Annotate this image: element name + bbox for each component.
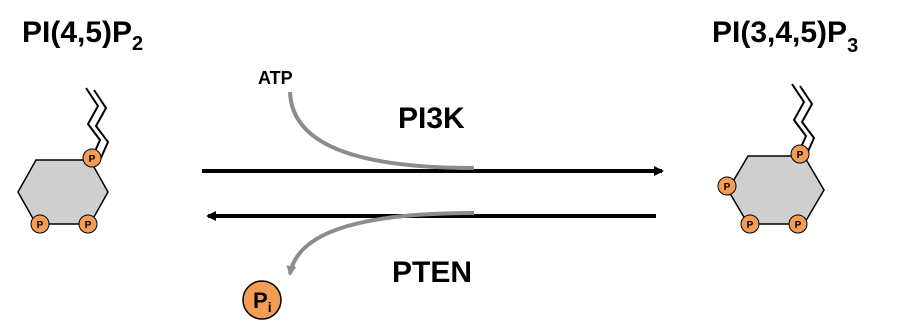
svg-text:P: P [724, 182, 731, 193]
svg-text:P: P [89, 154, 96, 165]
right-lipid-tail-2 [799, 85, 816, 157]
pten-label: PTEN [392, 256, 472, 289]
right-phosphate-5a: P [740, 214, 760, 234]
atp-label: ATP [258, 68, 293, 88]
svg-text:Pi: Pi [253, 288, 272, 315]
svg-text:P: P [747, 220, 754, 231]
left-phosphate-5b: P [78, 214, 98, 234]
svg-text:P: P [797, 150, 804, 161]
left-molecule-title: PI(4,5)P2 [22, 16, 143, 55]
left-lipid-tail-2 [93, 89, 110, 161]
right-phosphate-3: P [790, 144, 810, 164]
left-lipid-tail-1 [85, 87, 102, 159]
right-molecule-title: PI(3,4,5)P3 [712, 16, 858, 57]
right-molecule: P P P P [717, 83, 825, 234]
pi3k-label: PI3K [398, 102, 465, 135]
inorganic-phosphate: Pi [242, 280, 282, 320]
pi-release-arrow [286, 211, 475, 276]
left-phosphate-5a: P [30, 214, 50, 234]
svg-text:P: P [37, 220, 44, 231]
left-phosphate-4: P [82, 148, 102, 168]
right-inositol-ring [727, 155, 825, 225]
left-molecule: P P P [17, 87, 110, 234]
atp-input-arrow [288, 91, 475, 170]
right-phosphate-5b: P [788, 214, 808, 234]
right-phosphate-4: P [717, 176, 737, 196]
svg-text:P: P [795, 220, 802, 231]
left-inositol-ring [17, 159, 109, 225]
svg-text:P: P [85, 220, 92, 231]
right-lipid-tail-1 [791, 83, 808, 155]
